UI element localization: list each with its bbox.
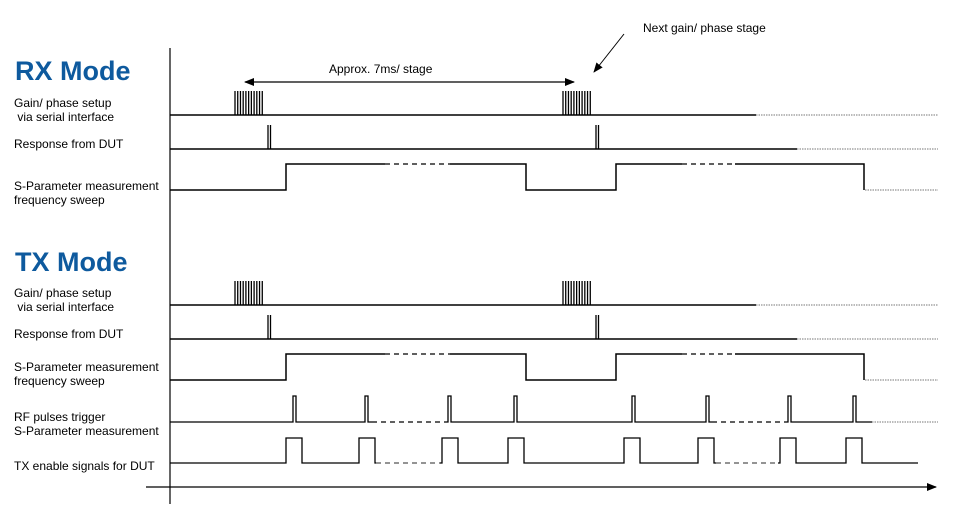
stage-duration-annotation: Approx. 7ms/ stage (329, 62, 433, 76)
tx-enable-waveform (170, 437, 918, 464)
tx-sparam-sweep-waveform (170, 353, 865, 381)
tx-rf-trigger-label: RF pulses trigger S-Parameter measuremen… (14, 410, 159, 438)
rx-gain-phase-label: Gain/ phase setup via serial interface (14, 96, 115, 124)
tx-dut-response-label: Response from DUT (14, 327, 124, 341)
rx-mode-title: RX Mode (15, 56, 131, 86)
next-stage-pointer-arrow (593, 33, 625, 73)
tx-gain-phase-label: Gain/ phase setup via serial interface (14, 286, 115, 314)
rx-sparam-label: S-Parameter measurement frequency sweep (14, 179, 159, 207)
tx-sparam-label: S-Parameter measurement frequency sweep (14, 360, 159, 388)
tx-mode-title: TX Mode (15, 247, 128, 277)
rx-dut-response-label: Response from DUT (14, 137, 124, 151)
tx-enable-label: TX enable signals for DUT (14, 459, 155, 473)
rx-sparam-sweep-waveform (170, 163, 865, 191)
rf-trigger-waveform (170, 395, 872, 423)
next-stage-annotation: Next gain/ phase stage (643, 21, 766, 35)
